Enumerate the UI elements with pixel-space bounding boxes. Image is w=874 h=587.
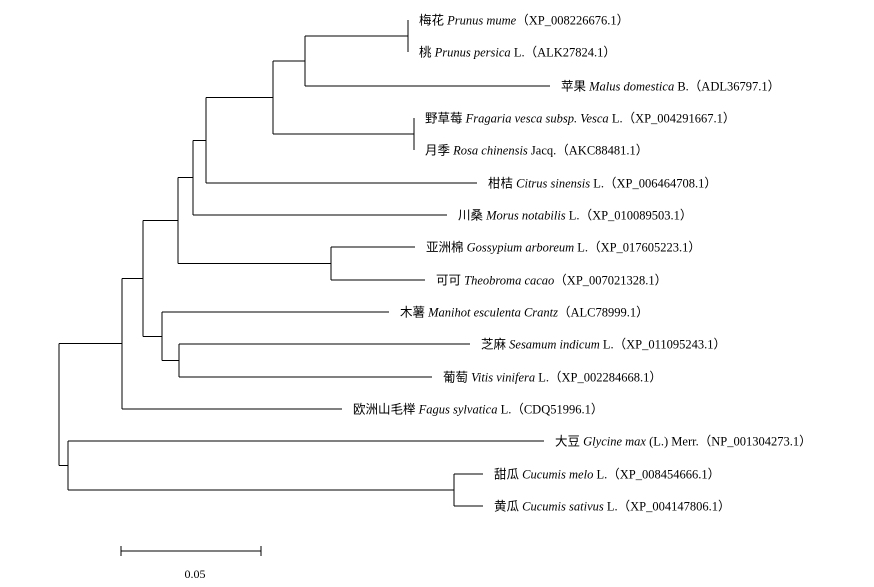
leaf-zh-text: 欧洲山毛榉 [353, 403, 419, 417]
leaf-label: 木薯 Manihot esculenta Crantz（ALC78999.1） [400, 306, 649, 320]
leaf-zh-text: 芝麻 [481, 337, 509, 352]
leaf-zh-text: 木薯 [400, 306, 428, 320]
leaf-sp-text: Malus domestica [588, 80, 674, 94]
leaf-label: 甜瓜 Cucumis melo L.（XP_008454666.1） [494, 468, 720, 482]
leaf-label: 桃 Prunus persica L.（ALK27824.1） [419, 45, 616, 60]
leaf-zh-text: 葡萄 [443, 371, 471, 385]
leaf-label: 梅花 Prunus mume（XP_008226676.1） [419, 13, 629, 28]
scale-bar-label: 0.05 [185, 567, 206, 581]
leaf-label: 欧洲山毛榉 Fagus sylvatica L.（CDQ51996.1） [353, 403, 603, 417]
leaf-acc-text: （ALC78999.1） [558, 306, 649, 320]
leaf-acc-text: （XP_004291667.1） [623, 112, 736, 126]
leaf-sp-text: Gossypium arboreum [467, 241, 575, 255]
leaf-auth-text: Jacq. [528, 144, 556, 158]
leaf-auth-text: L. [574, 241, 588, 255]
leaf-auth-text: (L.) Merr. [646, 435, 699, 449]
leaf-acc-text: （XP_008226676.1） [516, 14, 629, 28]
leaf-acc-text: （XP_011095243.1） [614, 338, 726, 352]
leaf-acc-text: （NP_001304273.1） [699, 435, 812, 449]
leaf-label: 亚洲棉 Gossypium arboreum L.（XP_017605223.1… [426, 241, 701, 255]
leaf-auth-text: L. [593, 468, 607, 482]
leaf-auth-text: L. [535, 371, 549, 385]
leaf-label: 苹果 Malus domestica B.（ADL36797.1） [561, 80, 780, 94]
leaf-zh-text: 柑桔 [488, 176, 516, 191]
leaf-zh-text: 苹果 [561, 80, 589, 94]
leaf-sp-text: Theobroma cacao [464, 274, 554, 288]
leaf-zh-text: 可可 [436, 274, 464, 288]
leaf-label: 野草莓 Fragaria vesca subsp. Vesca L.（XP_00… [425, 112, 735, 126]
leaf-acc-text: （XP_010089503.1） [580, 209, 693, 223]
leaf-sp-text: Vitis vinifera [471, 371, 535, 385]
tree-branches [58, 20, 550, 507]
leaf-label: 芝麻 Sesamum indicum L.（XP_011095243.1） [481, 337, 726, 352]
leaf-acc-text: （XP_002284668.1） [549, 371, 662, 385]
leaf-sp-text: Prunus mume [446, 14, 517, 28]
leaf-zh-text: 野草莓 [425, 112, 466, 126]
leaf-auth-text: L. [566, 209, 580, 223]
leaf-label: 葡萄 Vitis vinifera L.（XP_002284668.1） [443, 371, 662, 385]
leaf-acc-text: （XP_004147806.1） [618, 500, 731, 514]
leaf-sp-text: Morus notabilis [485, 209, 566, 223]
leaf-sp-text: Glycine max [583, 435, 646, 449]
leaf-auth-text: L. [600, 338, 614, 352]
leaf-zh-text: 甜瓜 [494, 468, 522, 482]
leaf-sp-text: Sesamum indicum [509, 338, 600, 352]
leaf-sp-text: Manihot esculenta Crantz [427, 306, 558, 320]
leaf-zh-text: 亚洲棉 [426, 241, 467, 255]
leaf-sp-text: Cucumis melo [522, 468, 593, 482]
leaf-acc-text: （ADL36797.1） [689, 80, 780, 94]
leaf-label: 大豆 Glycine max (L.) Merr.（NP_001304273.1… [555, 435, 812, 449]
leaf-auth-text: L. [590, 177, 604, 191]
leaf-sp-text: Fragaria vesca subsp. Vesca [465, 112, 609, 126]
leaf-auth-text: B. [674, 80, 689, 94]
leaf-acc-text: （AKC88481.1） [556, 144, 648, 158]
leaf-acc-text: （XP_017605223.1） [588, 241, 701, 255]
leaf-sp-text: Citrus sinensis [516, 177, 590, 191]
leaf-sp-text: Fagus sylvatica [418, 403, 498, 417]
leaf-sp-text: Cucumis sativus [522, 500, 604, 514]
leaf-acc-text: （XP_006464708.1） [604, 177, 717, 191]
leaf-zh-text: 川桑 [458, 209, 486, 223]
leaf-label: 月季 Rosa chinensis Jacq.（AKC88481.1） [425, 144, 648, 158]
leaf-auth-text: L. [497, 403, 511, 417]
leaf-auth-text: L. [604, 500, 618, 514]
leaf-acc-text: （CDQ51996.1） [511, 403, 603, 417]
leaf-label: 可可 Theobroma cacao（XP_007021328.1） [436, 274, 667, 288]
scale-bar: 0.05 [120, 546, 262, 581]
leaf-label: 柑桔 Citrus sinensis L.（XP_006464708.1） [488, 176, 717, 191]
leaf-labels: 梅花 Prunus mume（XP_008226676.1） 桃 Prunus p… [353, 13, 812, 514]
leaf-auth-text: L. [511, 46, 525, 60]
leaf-sp-text: Rosa chinensis [452, 144, 528, 158]
leaf-acc-text: （ALK27824.1） [525, 46, 616, 60]
leaf-acc-text: （XP_007021328.1） [554, 274, 667, 288]
leaf-label: 川桑 Morus notabilis L.（XP_010089503.1） [458, 209, 692, 223]
leaf-zh-text: 梅花 [419, 13, 447, 28]
leaf-zh-text: 月季 [425, 144, 453, 158]
leaf-sp-text: Prunus persica [434, 46, 511, 60]
leaf-label: 黄瓜 Cucumis sativus L.（XP_004147806.1） [494, 500, 731, 514]
leaf-zh-text: 黄瓜 [494, 500, 522, 514]
leaf-zh-text: 大豆 [555, 435, 583, 449]
leaf-acc-text: （XP_008454666.1） [607, 468, 720, 482]
leaf-zh-text: 桃 [419, 45, 435, 60]
leaf-auth-text: L. [609, 112, 623, 126]
